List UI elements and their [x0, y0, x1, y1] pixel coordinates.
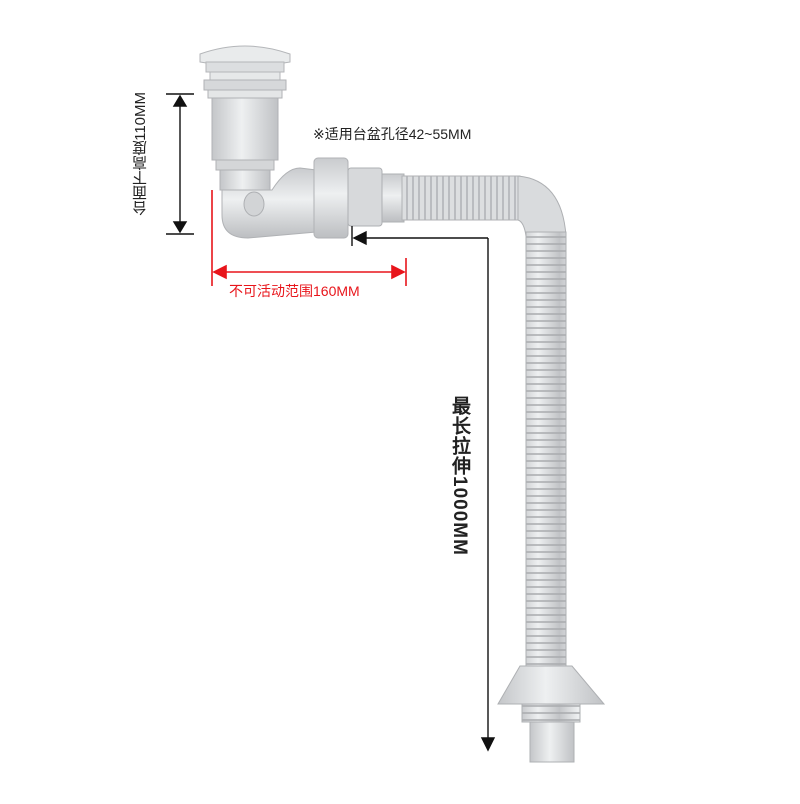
pop-up-drain: [199, 45, 291, 191]
corrugated-hose: [401, 175, 567, 681]
elbow-connector: [221, 157, 405, 239]
basin-hole-note: ※适用台盆孔径42~55MM: [313, 126, 472, 142]
range-dimension-line: [211, 190, 407, 286]
height-dimension-line: [166, 93, 194, 235]
max-stretch-label: 最长拉伸1000MM: [449, 396, 470, 556]
countertop-height-label: 台面下高度110MM: [132, 92, 149, 216]
stretch-dimension-line: [351, 226, 496, 752]
movable-range-label: 不可活动范围160MM: [229, 283, 360, 299]
floor-fitting: [497, 665, 606, 763]
